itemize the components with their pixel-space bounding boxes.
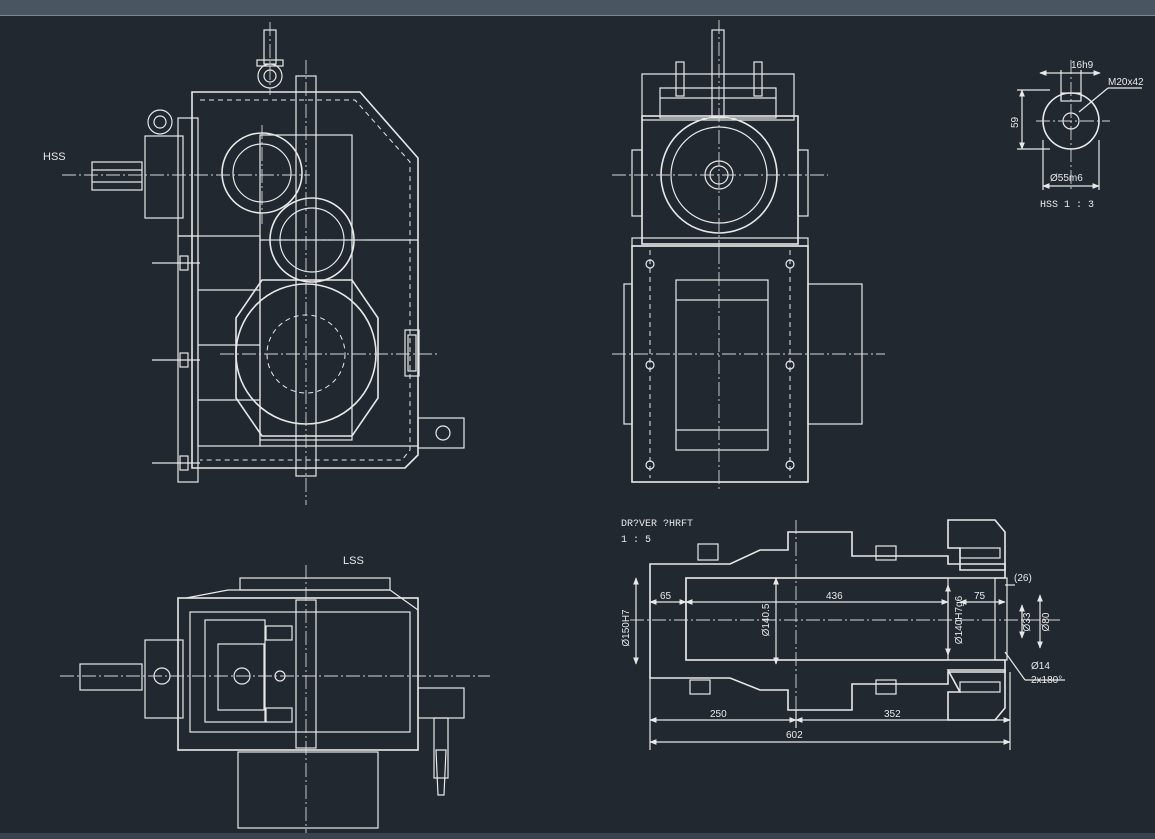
dim-26: (26): [1014, 573, 1032, 584]
thread-dim: M20x42: [1108, 77, 1144, 88]
driver-shaft-section[interactable]: DR?VER ?HRFT 1 : 5 Ø150H7 65 Ø140.5 436 …: [621, 519, 1065, 750]
window-top-bar: [0, 0, 1155, 16]
dim-250: 250: [710, 709, 727, 720]
dim-bore-right: Ø140H7g6: [954, 595, 965, 644]
dim-bore-left: Ø150H7: [621, 609, 632, 647]
window-bottom-bar: [0, 833, 1155, 839]
driver-title: DR?VER ?HRFT: [621, 519, 693, 530]
dim-352: 352: [884, 709, 901, 720]
driver-scale: 1 : 5: [621, 535, 651, 546]
dim-602: 602: [786, 730, 803, 741]
dim-75: 75: [974, 591, 986, 602]
dim-65: 65: [660, 591, 672, 602]
key-dim: 16h9: [1071, 60, 1094, 71]
gearbox-side-view[interactable]: [612, 20, 885, 492]
dim-33: Ø33: [1022, 612, 1033, 631]
dim-80: Ø80: [1041, 612, 1052, 631]
gearbox-top-view[interactable]: LSS: [60, 555, 490, 835]
height-dim: 59: [1010, 116, 1021, 128]
hss-detail-title: HSS 1 : 3: [1040, 200, 1094, 211]
hss-label: HSS: [43, 151, 66, 163]
dim-436: 436: [826, 591, 843, 602]
gearbox-front-view[interactable]: HSS: [43, 22, 465, 505]
lss-label: LSS: [343, 555, 364, 567]
dim-1405: Ø140.5: [761, 603, 772, 636]
dim-hole-14: Ø14: [1031, 661, 1050, 672]
hss-shaft-detail[interactable]: 16h9 M20x42 59 Ø55m6 HSS 1 : 3: [1010, 60, 1144, 211]
dim-hole-pattern: 2x180°: [1031, 675, 1062, 686]
diameter-dim: Ø55m6: [1050, 173, 1083, 184]
